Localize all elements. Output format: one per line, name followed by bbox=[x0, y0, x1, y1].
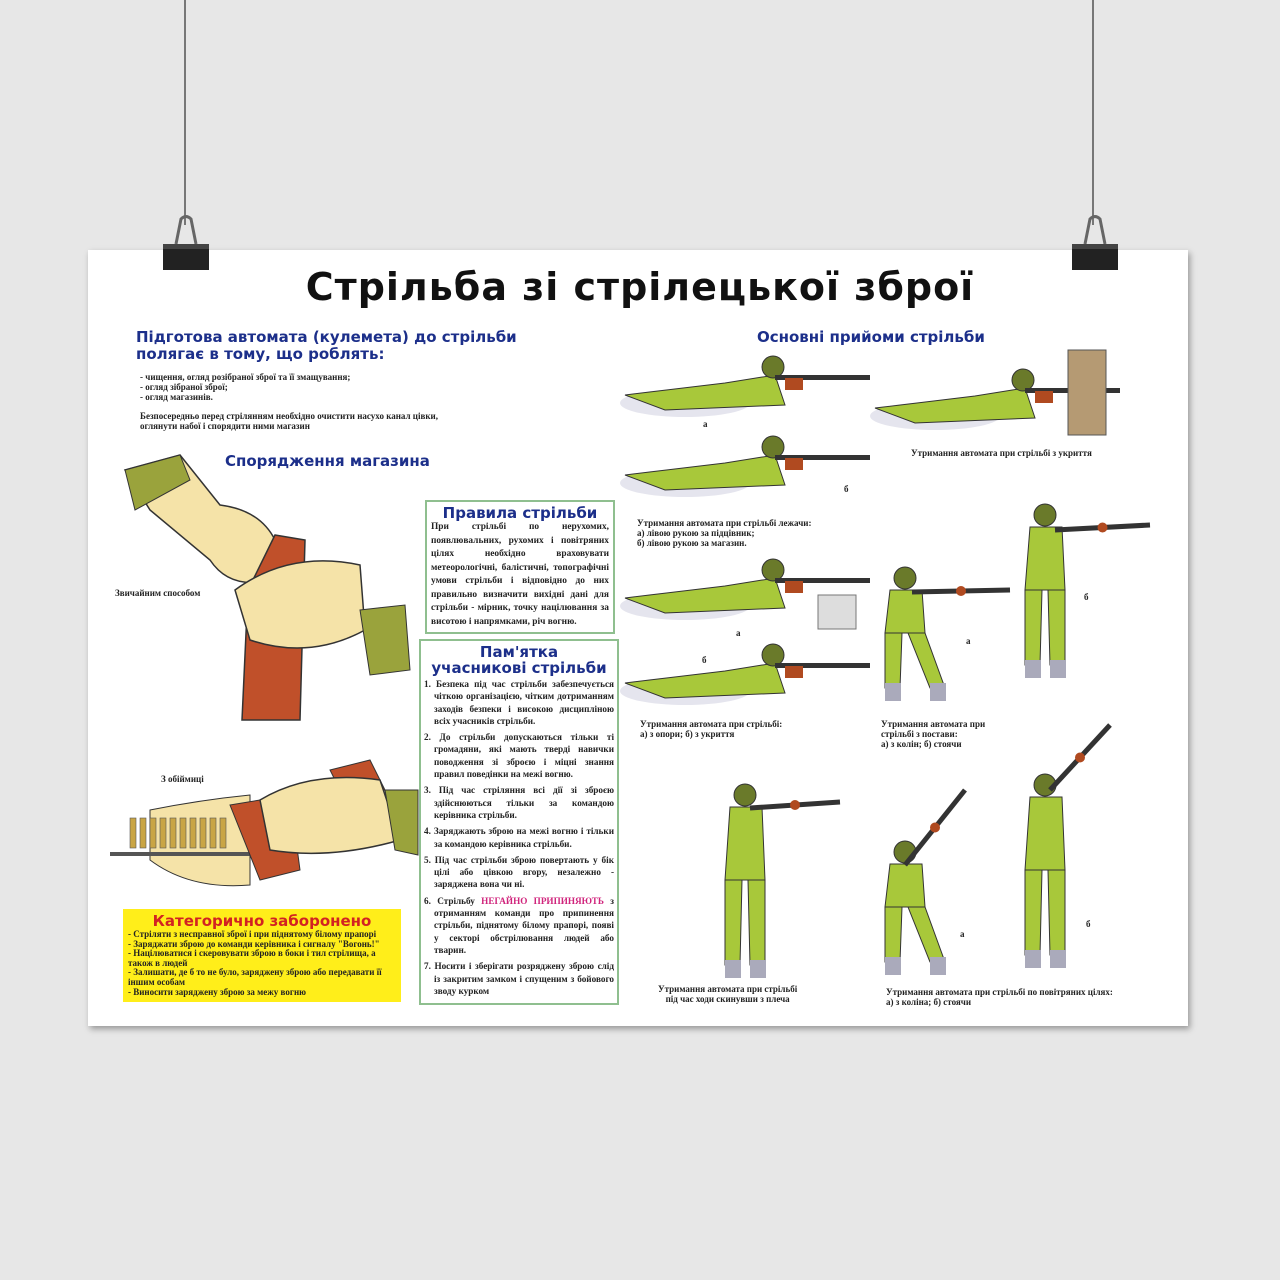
highlight-text: НЕГАЙНО ПРИПИНЯЮТЬ bbox=[481, 895, 604, 906]
label-b: б bbox=[1084, 592, 1089, 602]
label-normal: Звичайним способом bbox=[115, 588, 201, 598]
label-a: а bbox=[960, 929, 965, 939]
prone-soldier-figure bbox=[620, 355, 870, 417]
rifle-icon bbox=[1054, 522, 1151, 533]
forbidden-item: - Залишати, де б то не було, заряджену з… bbox=[128, 967, 382, 987]
label-b: б bbox=[1086, 919, 1091, 929]
poster-title: Стрільба зі стрілецької зброї bbox=[305, 265, 975, 309]
label-b: б bbox=[844, 484, 849, 494]
list-item: - огляд магазинів. bbox=[140, 392, 213, 402]
preparation-list: - чищення, огляд розібраної зброї та її … bbox=[140, 372, 438, 431]
rifle-icon bbox=[1048, 723, 1112, 792]
heading-line: полягає в тому, що роблять: bbox=[136, 345, 385, 363]
rules-box: Правила стрільби При стрільбі по нерухом… bbox=[425, 500, 615, 634]
magazine-heading: Спорядження магазина bbox=[225, 452, 430, 470]
standing-soldier-figure bbox=[1024, 503, 1066, 678]
prone-soldier-figure bbox=[620, 435, 870, 497]
memo-item: 4. Заряджають зброю на межі вогню і тіль… bbox=[424, 826, 614, 849]
list-item: - чищення, огляд розібраної зброї та її … bbox=[140, 372, 351, 382]
caption-line: а) з опори; б) з укриття bbox=[640, 729, 735, 739]
rules-heading: Правила стрільби bbox=[442, 504, 598, 522]
caption-line: б) лівою рукою за магазин. bbox=[637, 538, 747, 548]
prone-soldier-figure bbox=[620, 643, 870, 705]
rifle-icon bbox=[749, 799, 841, 811]
hanging-string-left bbox=[184, 0, 186, 225]
caption-line: Утримання автомата при стрільбі bbox=[658, 984, 798, 994]
forbidden-heading: Категорично заборонено bbox=[152, 912, 372, 930]
caption-support: Утримання автомата при стрільбі:а) з опо… bbox=[640, 719, 782, 739]
kneeling-soldier-figure bbox=[884, 566, 946, 701]
rifle-icon bbox=[911, 586, 1011, 596]
caption-line: Утримання автомата при bbox=[881, 719, 986, 729]
forbidden-item: - Стріляти з несправної зброї і при підн… bbox=[128, 929, 377, 939]
standing-soldier-figure bbox=[724, 783, 766, 978]
heading-line: Пам'ятка bbox=[479, 643, 559, 661]
text: 6. Стрільбу bbox=[424, 895, 475, 906]
forbidden-item: - Націлюватися і скеровувати зброю в бок… bbox=[128, 948, 376, 968]
standing-soldier-figure bbox=[1024, 773, 1066, 968]
note-text: оглянути набої і спорядити ними магазин bbox=[140, 421, 310, 431]
memo-item: 3. Під час стріляння всі дії зі зброєю з… bbox=[424, 785, 614, 820]
tree-cover bbox=[1067, 349, 1107, 436]
label-b: б bbox=[702, 655, 707, 665]
caption-line: Утримання автомата при стрільбі по повіт… bbox=[886, 987, 1113, 997]
caption-line: а) лівою рукою за підцівник; bbox=[637, 528, 755, 538]
memo-item: 1. Безпека під час стрільби забезпечуєть… bbox=[424, 679, 614, 726]
caption-line: Утримання автомата при стрільбі лежачи: bbox=[637, 518, 812, 528]
label-a: а bbox=[736, 628, 741, 638]
kneeling-soldier-figure bbox=[884, 840, 946, 975]
caption-prone: Утримання автомата при стрільбі лежачи:а… bbox=[637, 518, 811, 548]
magazine-loading-illustration bbox=[110, 454, 419, 887]
label-a: а bbox=[966, 636, 971, 646]
list-item: - огляд зібраної зброї; bbox=[140, 382, 228, 392]
forbidden-item: - Заряджати зброю до команди керівника і… bbox=[128, 938, 380, 949]
text: з отриманням команди про припинення стрі… bbox=[434, 895, 614, 955]
binder-clip-right-icon bbox=[1072, 215, 1118, 270]
caption-cover: Утримання автомата при стрільбі з укритт… bbox=[911, 448, 1092, 458]
brick-support bbox=[817, 594, 857, 630]
caption-line: а) з колін; б) стоячи bbox=[881, 739, 962, 749]
memo-item-6: 6. Стрільбу НЕГАЙНО ПРИПИНЯЮТЬ з отриман… bbox=[424, 895, 614, 956]
binder-clip-left-icon bbox=[163, 215, 209, 270]
forbidden-item: - Виносити заряджену зброю за межу вогню bbox=[128, 986, 307, 997]
memo-item: 7. Носити і зберігати розряджену зброю с… bbox=[424, 961, 614, 996]
hanging-string-right bbox=[1092, 0, 1094, 225]
forbidden-box: Категорично заборонено - Стріляти з несп… bbox=[123, 909, 401, 1002]
caption-line: а) з коліна; б) стоячи bbox=[886, 997, 972, 1007]
label-clip: З обіймиці bbox=[161, 774, 204, 784]
heading-line: учасникові стрільби bbox=[431, 659, 607, 677]
memo-item: 5. Під час стрільби зброю повертають у б… bbox=[424, 854, 614, 890]
label-a: а bbox=[703, 419, 708, 429]
caption-line: під час ходи скинувши з плеча bbox=[665, 994, 790, 1004]
rifle-icon bbox=[903, 788, 967, 867]
preparation-heading: Підготова автомата (кулемета) до стрільб… bbox=[136, 329, 517, 363]
note-text: Безпосередньо перед стрілянням необхідно… bbox=[140, 411, 438, 421]
caption-line: стрільбі з постави: bbox=[881, 729, 958, 739]
caption-line: Утримання автомата при стрільбі: bbox=[640, 719, 783, 729]
prone-soldier-figure bbox=[620, 558, 870, 620]
rules-text: При стрільбі по нерухомих, появлювальних… bbox=[431, 522, 609, 627]
memo-item: 2. До стрільби допускаються тільки ті гр… bbox=[424, 732, 614, 780]
heading-line: Підготова автомата (кулемета) до стрільб… bbox=[136, 328, 517, 346]
techniques-heading: Основні прийоми стрільби bbox=[757, 328, 985, 346]
caption-air: Утримання автомата при стрільбі по повіт… bbox=[886, 987, 1113, 1007]
